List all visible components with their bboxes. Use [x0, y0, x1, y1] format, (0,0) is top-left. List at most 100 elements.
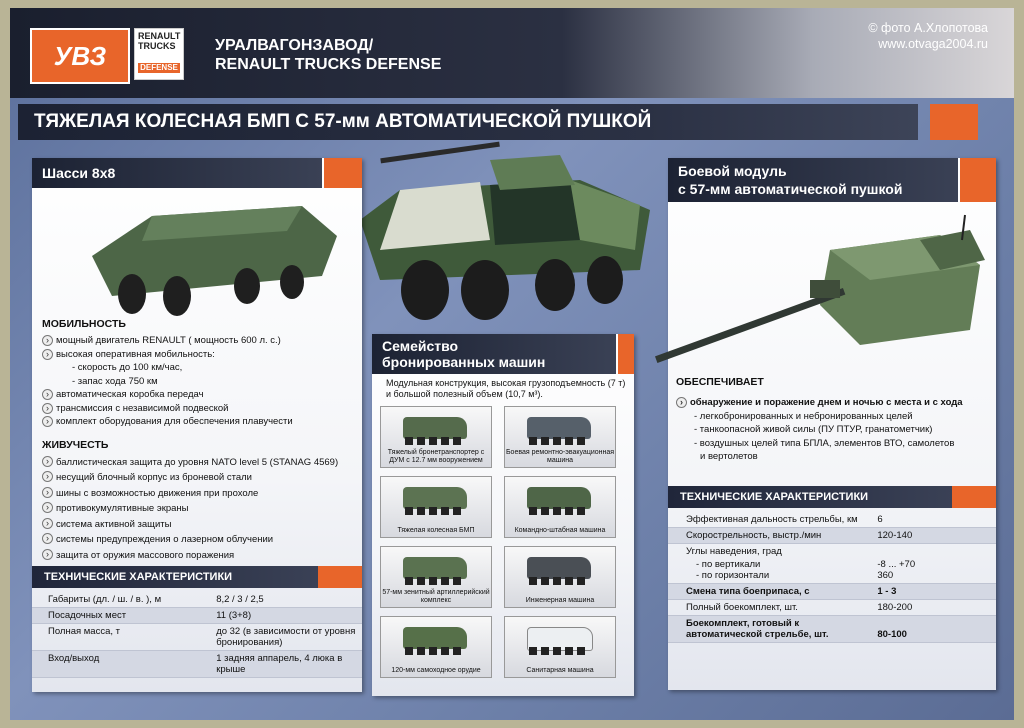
credit-url: www.otvaga2004.ru [878, 37, 988, 51]
vehicle-image [403, 487, 467, 509]
mobility-list: мощный двигатель RENAULT ( мощность 600 … [42, 334, 352, 429]
family-heading: Семейство бронированных машин [372, 334, 616, 374]
mobility-subitem: - запас хода 750 км [72, 375, 158, 387]
spec-label: - по горизонтали [668, 570, 872, 584]
vehicle-wheels [405, 577, 465, 585]
spec-value: 6 [871, 508, 996, 528]
provides-title: ОБЕСПЕЧИВАЕТ [676, 376, 764, 388]
chassis-text: МОБИЛЬНОСТЬ мощный двигатель RENAULT ( м… [42, 318, 352, 573]
survivability-item: противокумулятивные экраны [42, 501, 352, 517]
mobility-subitem: - скорость до 100 км/час, [72, 362, 183, 373]
vehicle-wheels [529, 647, 589, 655]
vehicle-caption: Инженерная машина [525, 597, 595, 604]
spec-label: Боекомплект, готовый к автоматической ст… [668, 615, 872, 643]
spec-value: 8,2 / 3 / 2,5 [210, 588, 362, 608]
chassis-specs: ТЕХНИЧЕСКИЕ ХАРАКТЕРИСТИКИ Габариты (дл.… [32, 566, 362, 678]
logo-rt-line3: DEFENSE [138, 63, 180, 73]
mobility-item: высокая оперативная мобильность: [42, 348, 352, 362]
survivability-item: защита от оружия массового поражения [42, 548, 352, 564]
module-heading: Боевой модуль с 57-мм автоматической пуш… [668, 158, 958, 202]
provides-item: - воздушных целей типа БПЛА, элементов В… [694, 437, 955, 449]
chassis-image [92, 206, 337, 316]
table-row: - по вертикали -8 ... +70 [668, 559, 996, 570]
specs-accent-square [952, 486, 996, 508]
logo-rt-line2: TRUCKS [138, 41, 176, 51]
spec-label: Углы наведения, град [686, 546, 782, 557]
survivability-item: шины с возможностью движения при прохоле [42, 486, 352, 502]
spec-value: -8 ... +70 [877, 559, 916, 570]
spec-label: Посадочных мест [32, 607, 211, 624]
vehicle-wheels [405, 647, 465, 655]
survivability-item: система активной защиты [42, 517, 352, 533]
chassis-specs-title: ТЕХНИЧЕСКИЕ ХАРАКТЕРИСТИКИ [32, 566, 362, 588]
vehicle-caption: 120-мм самоходное орудие [391, 667, 481, 674]
spec-label: Полная масса, т [32, 623, 211, 651]
survivability-list: баллистическая защита до уровня NATO lev… [42, 455, 352, 564]
spec-label: Вход/выход [32, 650, 211, 678]
mobility-item: автоматическая коробка передач [42, 388, 352, 402]
hero-vehicle-image [360, 141, 650, 320]
brand-line1: УРАЛВАГОНЗАВОД/ [215, 37, 374, 54]
module-specs: ТЕХНИЧЕСКИЕ ХАРАКТЕРИСТИКИ Эффективная д… [668, 486, 996, 643]
photo-credit: © фото А.Хлопотова www.otvaga2004.ru [868, 20, 988, 52]
renault-trucks-logo: RENAULT TRUCKS DEFENSE [134, 28, 184, 80]
family-intro: Модульная конструкция, высокая грузоподъ… [386, 378, 626, 399]
family-heading-line2: бронированных машин [382, 354, 546, 370]
vehicle-caption: 57-мм зенитный артиллерийский комплекс [382, 589, 490, 604]
table-row: Углы наведения, град [668, 544, 996, 560]
vehicle-caption: Тяжелый бронетранспортер с ДУМ с 12.7 мм… [387, 449, 485, 464]
specs-accent-square [318, 566, 362, 588]
vehicle-wheels [405, 437, 465, 445]
survivability-item: баллистическая защита до уровня NATO lev… [42, 455, 352, 471]
vehicle-card: Инженерная машина [504, 546, 616, 608]
spec-label: - по вертикали [696, 559, 761, 570]
provides-main: обнаружение и поражение днем и ночью с м… [676, 396, 988, 410]
module-text: ОБЕСПЕЧИВАЕТ обнаружение и поражение дне… [676, 376, 988, 474]
vehicle-wheels [405, 507, 465, 515]
vehicle-image [527, 487, 591, 509]
title-accent-square [930, 104, 978, 140]
uvz-logo: УВЗ [30, 28, 130, 84]
table-row: Боекомплект, готовый к автоматической ст… [668, 615, 996, 643]
vehicle-caption: Санитарная машина [526, 667, 594, 674]
spec-value: до 32 (в зависимости от уровня бронирова… [210, 623, 362, 651]
module-accent-square [960, 158, 996, 202]
chassis-accent-square [324, 158, 362, 188]
family-panel: Семейство бронированных машин Модульная … [372, 334, 634, 696]
table-row: Полный боекомплект, шт.180-200 [668, 599, 996, 616]
family-heading-line1: Семейство [382, 338, 459, 354]
vehicle-image [527, 557, 591, 579]
spec-value: 11 (3+8) [210, 607, 362, 624]
vehicle-wheels [529, 507, 589, 515]
vehicle-image [403, 627, 467, 649]
survivability-item: несущий блочный корпус из броневой стали [42, 470, 352, 486]
page-title: ТЯЖЕЛАЯ КОЛЕСНАЯ БМП С 57-мм АВТОМАТИЧЕС… [18, 104, 918, 140]
spec-label: Смена типа боеприпаса, с [668, 583, 872, 600]
provides-item: и вертолетов [700, 451, 758, 462]
chassis-specs-title-text: ТЕХНИЧЕСКИЕ ХАРАКТЕРИСТИКИ [44, 571, 233, 583]
chassis-panel: Шасси 8х8 МОБИЛЬНОСТЬ мощный двигатель R… [32, 158, 362, 692]
credit-line1: © фото А.Хлопотова [868, 21, 988, 35]
turret-image [655, 214, 985, 363]
module-panel: Боевой модуль с 57-мм автоматической пуш… [668, 158, 996, 690]
vehicle-card: Тяжелая колесная БМП [380, 476, 492, 538]
vehicle-image [527, 417, 591, 439]
module-specs-title: ТЕХНИЧЕСКИЕ ХАРАКТЕРИСТИКИ [668, 486, 996, 508]
vehicle-wheels [529, 577, 589, 585]
vehicle-wheels [529, 437, 589, 445]
vehicle-image [403, 557, 467, 579]
logo-rt-line1: RENAULT [138, 31, 181, 41]
vehicle-caption: Тяжелая колесная БМП [397, 527, 475, 534]
vehicle-card: Тяжелый бронетранспортер с ДУМ с 12.7 мм… [380, 406, 492, 468]
vehicle-card: Командно-штабная машина [504, 476, 616, 538]
module-heading-line2: с 57-мм автоматической пушкой [678, 181, 903, 197]
spec-label: Эффективная дальность стрельбы, км [668, 508, 872, 528]
survivability-item: системы предупреждения о лазерном облуче… [42, 532, 352, 548]
